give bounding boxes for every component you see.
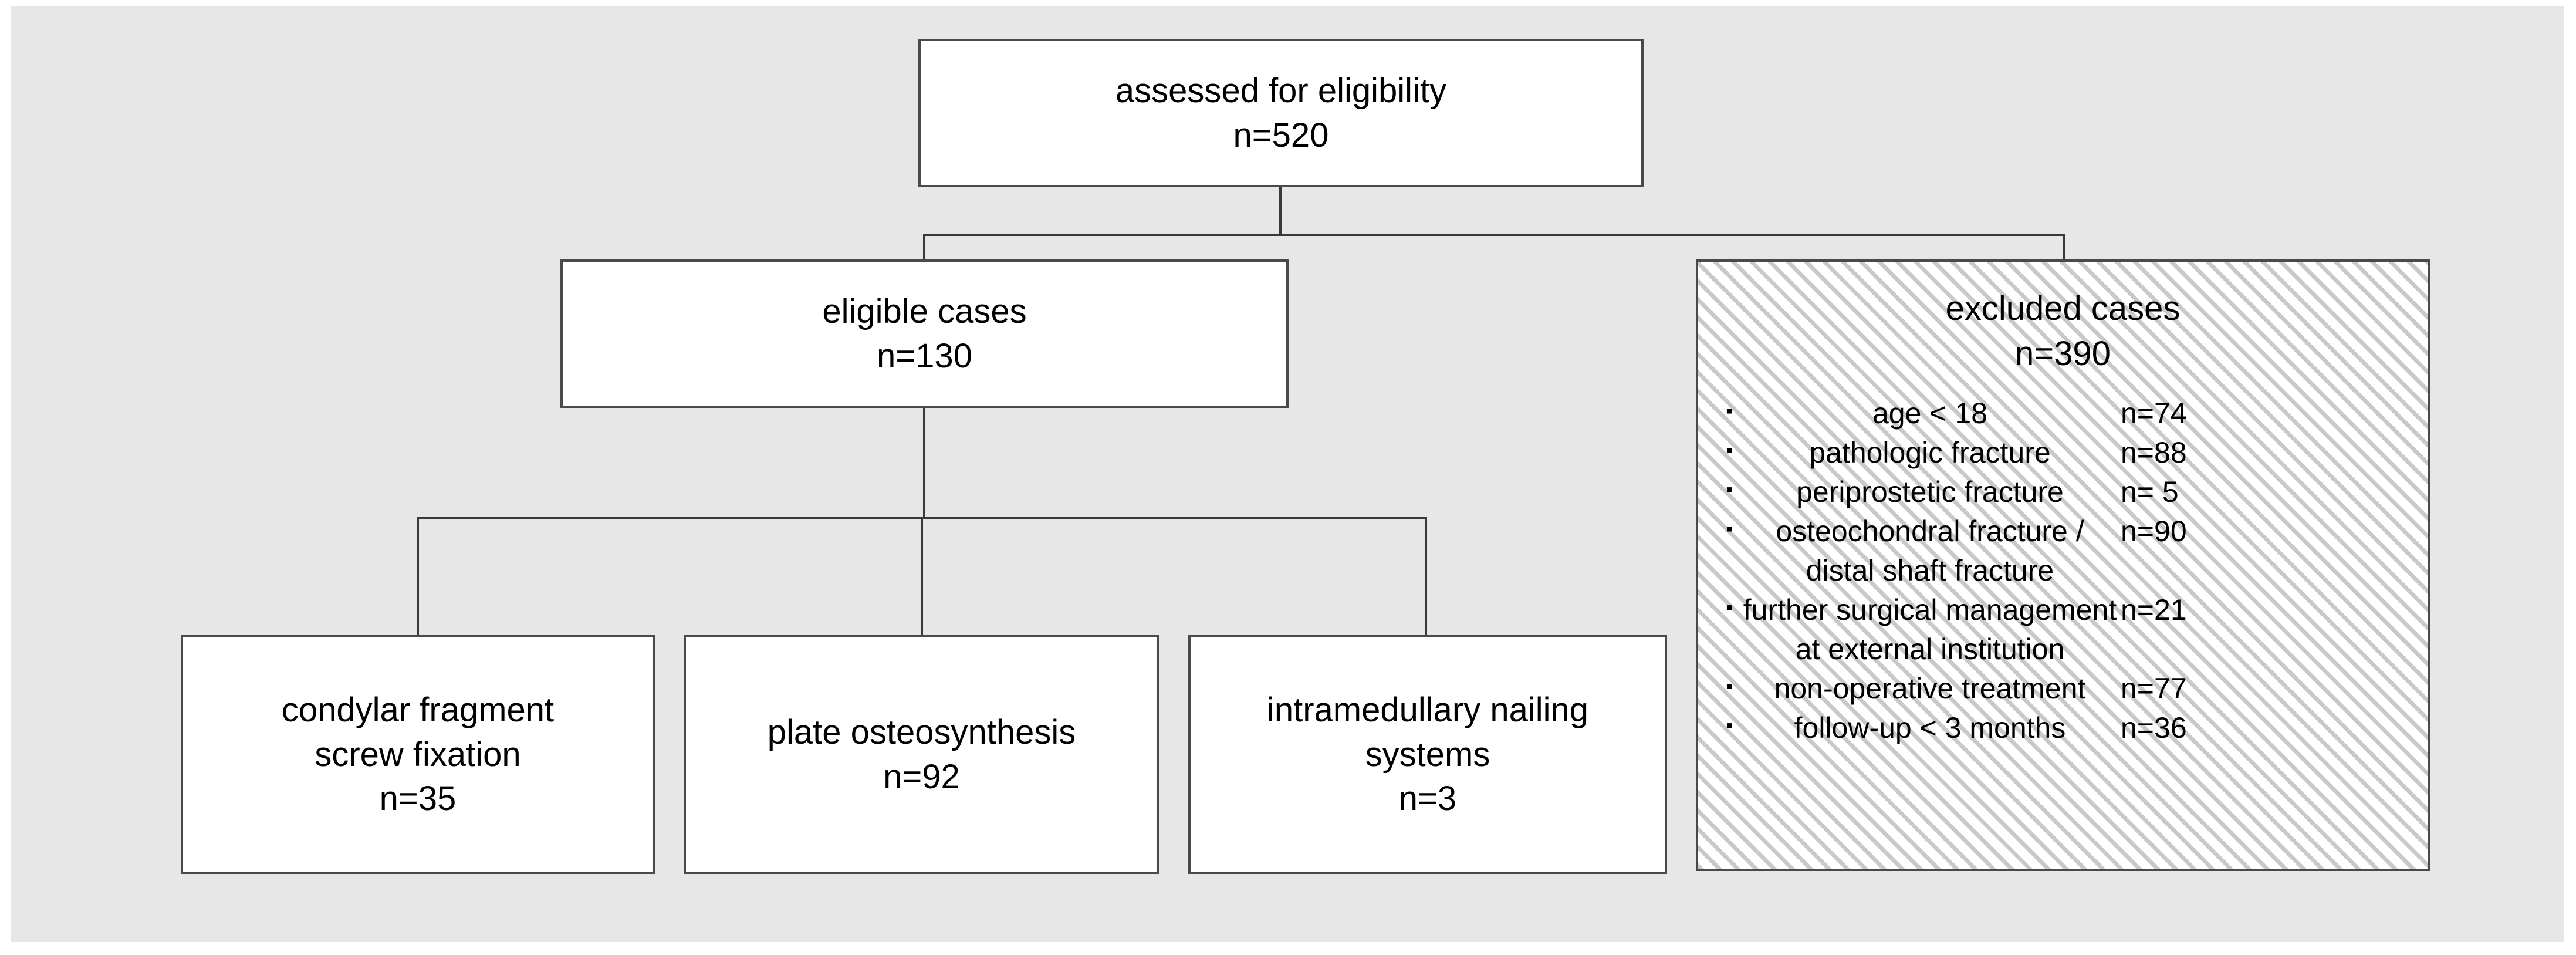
excluded-reason-count: n=21 [2121, 593, 2187, 627]
excluded-reason-label: follow-up < 3 months [1794, 711, 2066, 745]
node-nailing-count: n=3 [1398, 779, 1457, 818]
square-bullet-icon: ▪ [1725, 675, 1733, 698]
connector-to-excluded [2063, 234, 2065, 262]
node-intramedullary-nailing-systems: intramedullary nailing systems n=3 [1188, 635, 1667, 874]
excluded-reason-row: ▪ age < 18 n=74 [1719, 394, 2417, 433]
node-assessed-count: n=520 [1233, 116, 1329, 154]
excluded-reason-label: non-operative treatment [1774, 672, 2086, 706]
node-assessed-for-eligibility: assessed for eligibility n=520 [918, 39, 1644, 187]
node-plate-title-line1: plate osteosynthesis [767, 713, 1076, 752]
excluded-reason-count: n= 5 [2121, 475, 2179, 509]
node-condylar-title-line1: condylar fragment [281, 691, 555, 730]
node-condylar-fragment-screw-fixation: condylar fragment screw fixation n=35 [181, 635, 655, 874]
node-condylar-count: n=35 [379, 779, 457, 818]
excluded-reason-list: ▪ age < 18 n=74 ▪ pathologic fracture n=88 ▪ pe… [1698, 394, 2428, 748]
excluded-reason-row: ▪ osteochondral fracture / distal shaft f… [1719, 512, 2417, 590]
excluded-reason-label: age < 18 [1872, 397, 1988, 430]
connector-to-condylar [417, 517, 419, 636]
node-plate-osteosynthesis: plate osteosynthesis n=92 [684, 635, 1159, 874]
node-plate-count: n=92 [883, 757, 960, 796]
node-excluded-count: n=390 [2015, 334, 2111, 373]
excluded-reason-row: ▪ periprostetic fracture n= 5 [1719, 473, 2417, 512]
node-nailing-title-line1: intramedullary nailing [1266, 691, 1589, 730]
node-nailing-title-line2: systems [1365, 735, 1490, 774]
square-bullet-icon: ▪ [1725, 518, 1733, 541]
square-bullet-icon: ▪ [1725, 596, 1733, 619]
node-assessed-title: assessed for eligibility [1115, 72, 1447, 110]
square-bullet-icon: ▪ [1725, 478, 1733, 501]
connector-level1-bar [923, 234, 2065, 236]
node-excluded-cases: excluded cases n=390 ▪ age < 18 n=74 ▪ patho… [1696, 259, 2430, 871]
node-eligible-title: eligible cases [822, 292, 1027, 331]
excluded-reason-row: ▪ follow-up < 3 months n=36 [1719, 708, 2417, 748]
excluded-reason-label: periprostetic fracture [1796, 475, 2064, 509]
square-bullet-icon: ▪ [1725, 400, 1733, 423]
square-bullet-icon: ▪ [1725, 714, 1733, 737]
excluded-reason-count: n=77 [2121, 672, 2187, 706]
excluded-reason-count: n=90 [2121, 515, 2187, 548]
connector-assessed-stem [1279, 187, 1282, 236]
connector-to-plate [921, 517, 923, 636]
excluded-reason-count: n=74 [2121, 397, 2187, 430]
connector-to-nailing [1425, 517, 1427, 636]
excluded-reason-row: ▪ further surgical management at external… [1719, 590, 2417, 669]
node-eligible-count: n=130 [877, 336, 972, 375]
connector-to-eligible [923, 234, 925, 262]
excluded-reason-count: n=88 [2121, 436, 2187, 470]
node-excluded-header: excluded cases n=390 [1698, 286, 2428, 376]
node-eligible-cases: eligible cases n=130 [560, 259, 1289, 408]
excluded-reason-label: osteochondral fracture / distal shaft fr… [1776, 515, 2084, 588]
excluded-reason-label: further surgical management at external … [1743, 593, 2117, 666]
node-excluded-title: excluded cases [1945, 289, 2181, 328]
node-condylar-title-line2: screw fixation [315, 735, 521, 774]
excluded-reason-label: pathologic fracture [1809, 436, 2051, 470]
connector-eligible-stem [923, 407, 925, 519]
excluded-reason-row: ▪ non-operative treatment n=77 [1719, 669, 2417, 708]
square-bullet-icon: ▪ [1725, 439, 1733, 462]
excluded-reason-row: ▪ pathologic fracture n=88 [1719, 433, 2417, 473]
excluded-reason-count: n=36 [2121, 711, 2187, 745]
